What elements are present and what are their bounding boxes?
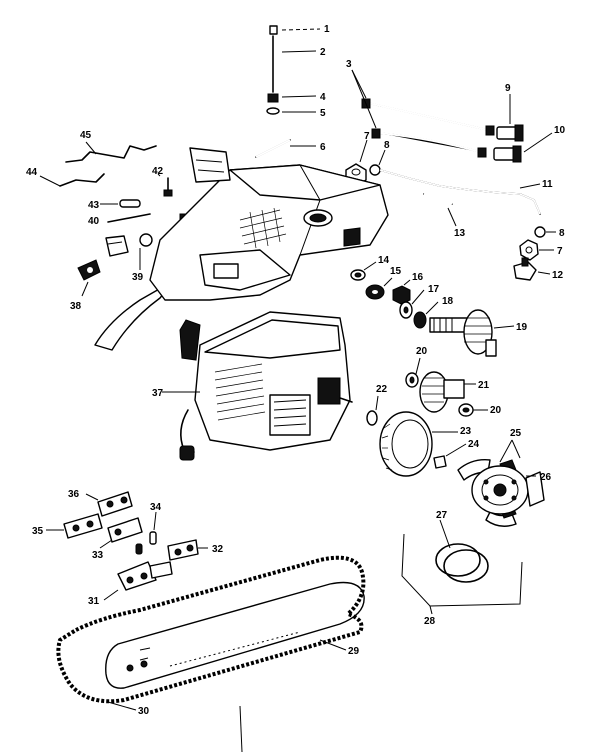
- part-switch-38: [77, 259, 101, 281]
- label-13: 13: [454, 228, 466, 239]
- label-29: 29: [348, 646, 360, 657]
- label-4: 4: [320, 92, 326, 103]
- label-27: 27: [436, 510, 448, 521]
- label-12: 12: [552, 270, 564, 281]
- part-elbow-12: [513, 257, 537, 281]
- label-31: 31: [88, 596, 100, 607]
- label-34: 34: [150, 502, 162, 513]
- label-32: 32: [212, 544, 224, 555]
- part-fuel-lines-3: [361, 98, 495, 158]
- label-22: 22: [376, 384, 388, 395]
- label-11: 11: [542, 179, 553, 190]
- bracket-28: [401, 533, 523, 615]
- label-20b: 20: [490, 405, 502, 416]
- label-39: 39: [132, 272, 144, 283]
- label-16: 16: [412, 272, 424, 283]
- label-7a: 7: [364, 131, 370, 142]
- label-21: 21: [478, 380, 490, 391]
- part-washer-20a: [405, 372, 419, 388]
- part-washer-17: [399, 301, 413, 319]
- part-fitting-7b: [519, 239, 539, 261]
- label-25: 25: [510, 428, 522, 439]
- part-link-35: [63, 513, 103, 539]
- part-screw-42: [163, 177, 173, 197]
- part-screw-40: [107, 213, 151, 223]
- part-washer-14: [350, 269, 366, 281]
- label-2: 2: [320, 47, 326, 58]
- part-wire-44: [59, 173, 105, 187]
- label-44: 44: [26, 167, 38, 178]
- part-engine-37: [179, 311, 353, 461]
- part-clutch-26: [471, 465, 545, 515]
- part-fitting-8b: [534, 226, 546, 238]
- label-45: 45: [80, 130, 92, 141]
- part-shaft-gear-19: [429, 309, 497, 357]
- label-7b: 7: [557, 246, 563, 257]
- part-connector-9: [496, 124, 524, 142]
- part-hose-13: [423, 192, 453, 206]
- label-36: 36: [68, 489, 80, 500]
- label-43: 43: [88, 200, 100, 211]
- label-14: 14: [378, 255, 390, 266]
- part-pin-6: [255, 139, 291, 158]
- label-6: 6: [320, 142, 326, 153]
- label-35: 35: [32, 526, 44, 537]
- leader-lines-top: [281, 28, 321, 147]
- label-38: 38: [70, 301, 82, 312]
- label-28: 28: [424, 616, 436, 627]
- part-link-31: [117, 561, 173, 591]
- part-pin-43: [119, 199, 141, 208]
- part-link-36: [97, 491, 133, 517]
- label-37: 37: [152, 388, 164, 399]
- part-ring-22: [366, 410, 378, 426]
- label-19: 19: [516, 322, 528, 333]
- part-wire-45: [65, 145, 157, 163]
- part-rivets-34: [135, 531, 157, 555]
- label-23: 23: [460, 426, 472, 437]
- part-saw-chain-30: [56, 555, 366, 704]
- label-18: 18: [442, 296, 454, 307]
- label-20a: 20: [416, 346, 428, 357]
- label-8b: 8: [559, 228, 565, 239]
- part-main-housing: [94, 147, 389, 351]
- part-bearing-18: [413, 311, 427, 329]
- part-fitting-8: [369, 164, 381, 176]
- label-1: 1: [324, 24, 330, 35]
- label-3: 3: [346, 59, 352, 70]
- part-spring-24: [433, 455, 447, 469]
- part-washer-20b: [458, 403, 474, 417]
- part-drum-23: [379, 411, 433, 477]
- part-fuel-line-11: [379, 169, 541, 215]
- label-17: 17: [428, 284, 440, 295]
- part-screw-1-2: [266, 25, 280, 115]
- part-gear-15: [365, 284, 385, 300]
- label-10: 10: [554, 125, 566, 136]
- label-8a: 8: [384, 140, 390, 151]
- part-connector-10: [493, 145, 522, 163]
- part-springs-27: [435, 543, 489, 583]
- part-link-33: [107, 517, 143, 543]
- part-guide-bar-29: [105, 581, 365, 689]
- label-15: 15: [390, 266, 402, 277]
- part-link-32: [167, 539, 199, 561]
- label-26: 26: [540, 472, 552, 483]
- part-bracket-39: [105, 235, 129, 257]
- label-42: 42: [152, 166, 164, 177]
- edge-line: [239, 705, 243, 753]
- label-30: 30: [138, 706, 150, 717]
- part-nut-16: [392, 285, 411, 305]
- label-9: 9: [505, 83, 511, 94]
- label-40: 40: [88, 216, 100, 227]
- label-24: 24: [468, 439, 480, 450]
- label-33: 33: [92, 550, 104, 561]
- part-gear-21: [419, 371, 465, 413]
- label-5: 5: [320, 108, 326, 119]
